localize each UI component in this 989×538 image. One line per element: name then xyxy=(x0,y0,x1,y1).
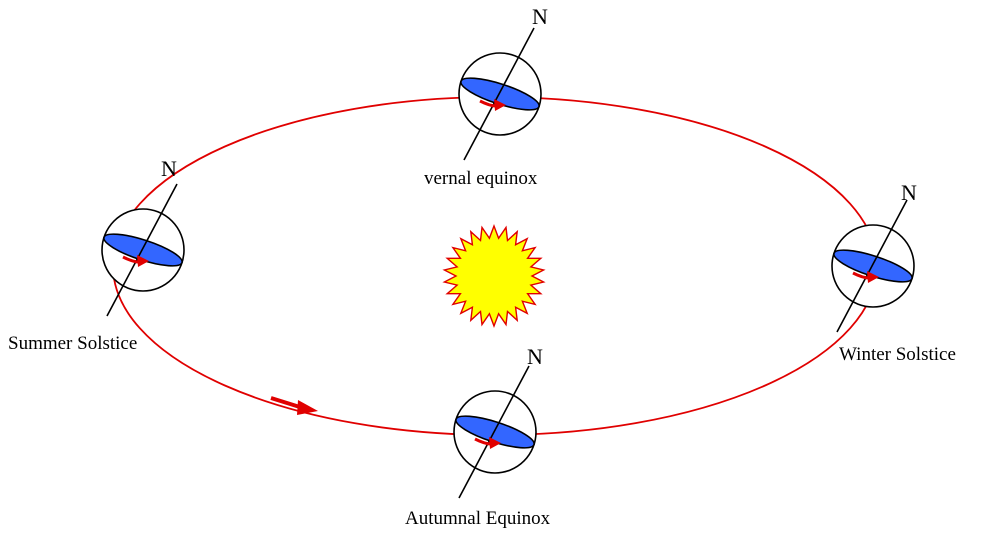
vernal-north-label: N xyxy=(532,4,548,29)
earth-globe-icon xyxy=(456,26,544,162)
earth-autumnal-equinox xyxy=(451,364,539,500)
vernal-equinox-label: vernal equinox xyxy=(424,168,538,189)
winter-solstice-label: Winter Solstice xyxy=(839,344,956,365)
autumnal-equinox-label: Autumnal Equinox xyxy=(405,508,551,529)
summer-north-label: N xyxy=(161,156,177,181)
earth-globe-icon xyxy=(829,198,917,334)
earth-vernal-equinox xyxy=(456,26,544,162)
sun-icon xyxy=(442,224,546,328)
earth-globe-icon xyxy=(99,182,187,318)
earth-globe-icon xyxy=(451,364,539,500)
earth-winter-solstice xyxy=(829,198,917,334)
summer-solstice-label: Summer Solstice xyxy=(8,333,137,354)
autumnal-north-label: N xyxy=(527,344,543,369)
earth-summer-solstice xyxy=(99,182,187,318)
orbit-direction-arrow-icon xyxy=(270,396,318,415)
winter-north-label: N xyxy=(901,180,917,205)
